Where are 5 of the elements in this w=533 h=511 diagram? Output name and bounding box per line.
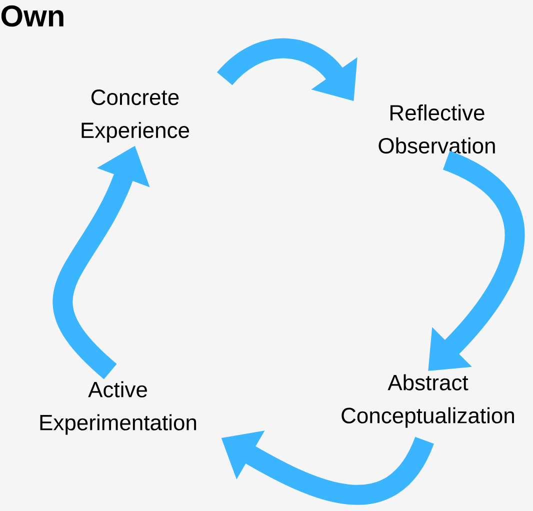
heading-fragment: Own (1, 5, 64, 27)
stage-label: Reflective Observation (378, 104, 495, 154)
stage-label: Active Experimentation (40, 381, 196, 435)
stage-label: Concrete Experience (82, 90, 190, 142)
stage-label: Abstract Conceptualization (342, 374, 514, 428)
